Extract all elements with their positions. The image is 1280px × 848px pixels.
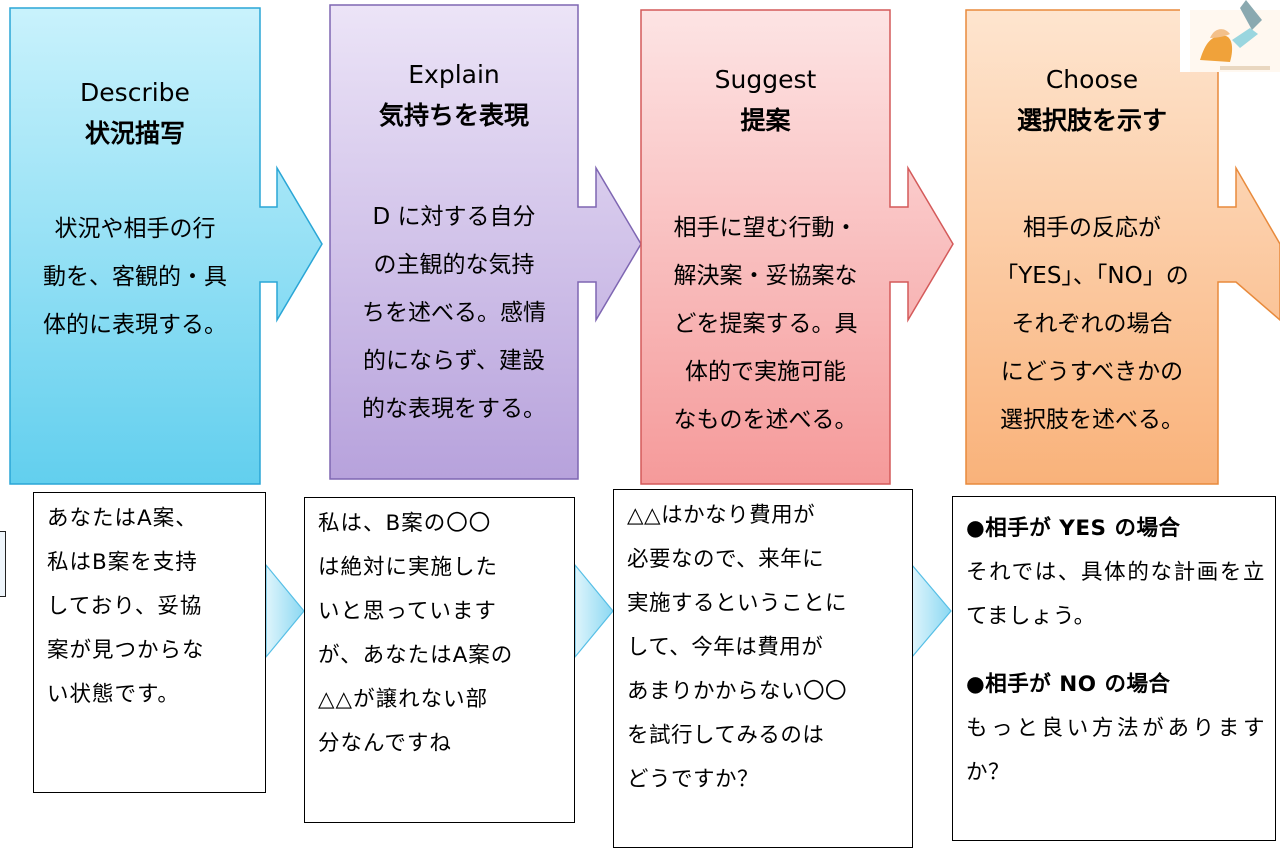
example-box-explain: 私は、B案の〇〇 は絶対に実施した いと思っています が、あなたはA案の △△が… <box>304 497 575 823</box>
desc-line: 体的で実施可能 <box>685 359 846 385</box>
connector-arrow-3 <box>911 563 952 659</box>
example-line: 私は、B案の〇〇 <box>318 511 492 536</box>
example-line: が、あなたはA案の <box>318 643 514 668</box>
step-desc-suggest: 相手に望む行動・ 解決案・妥協案な どを提案する。具 体的で実施可能 なものを述… <box>641 204 890 444</box>
explain-arrow <box>329 4 642 480</box>
desc-line: 的にならず、建設 <box>363 348 545 374</box>
desc-line: なものを述べる。 <box>673 407 858 433</box>
yes-case-heading: ●相手が YES の場合 <box>966 516 1181 541</box>
yes-case-text: それでは、具体的な計画を立てましょう。 <box>966 560 1265 629</box>
example-line: 分なんですね <box>318 731 452 756</box>
example-line: あまりかからない〇〇 <box>627 679 848 704</box>
desc-line: 体的に表現する。 <box>43 312 227 338</box>
example-line: 案が見つからな <box>47 638 205 663</box>
step-ja-label: 提案 <box>740 106 791 135</box>
example-line: いと思っています <box>318 599 497 624</box>
step-en-label: Explain <box>408 60 500 89</box>
step-title-explain: Explain 気持ちを表現 <box>330 58 578 133</box>
example-box-describe: あなたはA案、 私はB案を支持 しており、妥協 案が見つからな い状態です。 <box>33 492 266 793</box>
step-ja-label: 状況描写 <box>84 119 185 148</box>
desc-line: 状況や相手の行 <box>54 216 216 242</box>
desc-line: 選択肢を述べる。 <box>1000 407 1184 433</box>
desc-line: にどうすべきかの <box>1000 359 1184 385</box>
step-ja-label: 選択肢を示す <box>1016 106 1167 135</box>
connector-arrow-2 <box>574 563 614 659</box>
step-title-suggest: Suggest 提案 <box>641 63 890 138</box>
illustration-corner <box>1180 0 1280 72</box>
example-line: 私はB案を支持 <box>47 550 198 575</box>
suggest-arrow <box>640 9 954 485</box>
step-desc-choose: 相手の反応が 「YES」、「NO」の それぞれの場合 にどうすべきかの 選択肢を… <box>966 204 1218 444</box>
step-en-label: Suggest <box>714 65 817 94</box>
example-line: は絶対に実施した <box>318 555 499 580</box>
step-en-label: Choose <box>1045 65 1139 94</box>
desc-line: D に対する自分 <box>372 204 536 230</box>
example-line: どうですか？ <box>627 767 760 792</box>
example-line: あなたはA案、 <box>47 506 198 531</box>
example-line: を試行してみるのは <box>627 723 825 748</box>
step-desc-describe: 状況や相手の行 動を、客観的・具 体的に表現する。 <box>10 205 260 349</box>
step-title-choose: Choose 選択肢を示す <box>966 63 1218 138</box>
example-line: しており、妥協 <box>47 594 203 619</box>
describe-arrow <box>9 7 323 485</box>
example-box-choose: ●相手が YES の場合 それでは、具体的な計画を立てましょう。 ●相手が NO… <box>952 496 1276 841</box>
example-line: い状態です。 <box>47 682 180 707</box>
desc-line: それぞれの場合 <box>1011 311 1173 337</box>
step-ja-label: 気持ちを表現 <box>378 101 529 130</box>
example-line: して、今年は費用が <box>627 635 824 660</box>
no-case-text: もっと良い方法がありますか？ <box>966 716 1265 785</box>
desc-line: どを提案する。具 <box>673 311 858 337</box>
step-desc-explain: D に対する自分 の主観的な気持 ちを述べる。感情 的にならず、建設 的な表現を… <box>330 193 578 433</box>
choose-arrow <box>965 9 1280 485</box>
example-line: △△が譲れない部 <box>318 687 489 712</box>
example-line: △△はかなり費用が <box>627 503 816 528</box>
desc-line: 相手に望む行動・ <box>673 215 858 241</box>
desc-line: 相手の反応が <box>1023 215 1161 241</box>
step-en-label: Describe <box>80 78 190 107</box>
desc-line: 「YES」、「NO」の <box>995 263 1189 289</box>
desc-line: 的な表現をする。 <box>362 396 546 422</box>
desc-line: ちを述べる。感情 <box>362 300 546 326</box>
no-case-heading: ●相手が NO の場合 <box>966 672 1171 697</box>
step-title-describe: Describe 状況描写 <box>10 76 260 151</box>
desc-line: の主観的な気持 <box>373 252 535 278</box>
desc-line: 動を、客観的・具 <box>43 264 227 290</box>
example-box-suggest: △△はかなり費用が 必要なので、来年に 実施するということに して、今年は費用が… <box>613 489 913 848</box>
example-line: 必要なので、来年に <box>627 547 825 572</box>
desc-line: 解決案・妥協案な <box>673 263 858 289</box>
connector-arrow-1 <box>265 563 305 659</box>
example-line: 実施するということに <box>627 591 848 616</box>
partial-box-left-edge <box>0 531 6 597</box>
